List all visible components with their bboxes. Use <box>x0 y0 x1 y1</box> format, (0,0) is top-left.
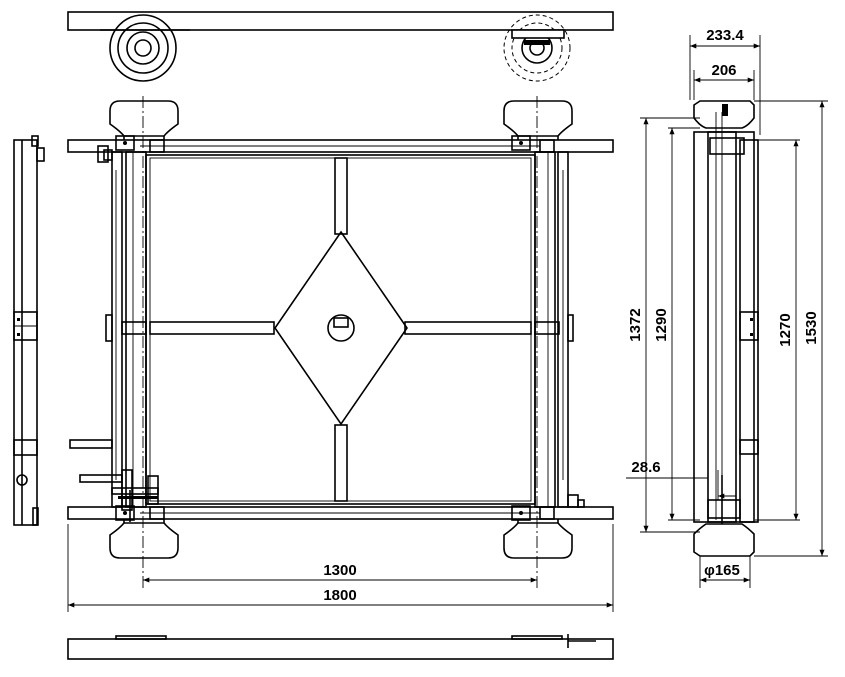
caster-right-top <box>503 14 571 82</box>
bottom-beam <box>67 638 614 660</box>
dim-label-phi-165: φ165 <box>704 562 740 579</box>
dim-label-1372: 1372 <box>627 308 644 341</box>
caster-right-lower <box>503 522 573 559</box>
dim-label-206: 206 <box>711 62 736 79</box>
cross-bar-left <box>149 321 275 335</box>
center-diamond-plate <box>274 230 408 426</box>
cross-bar-bottom <box>334 424 348 502</box>
front-top-beam <box>67 139 614 153</box>
caster-right-upper <box>503 100 573 137</box>
front-view <box>67 96 614 590</box>
bottom-view <box>67 634 614 660</box>
right-side-view <box>693 100 759 557</box>
front-bottom-beam <box>67 506 614 520</box>
cross-bar-top <box>334 157 348 235</box>
caster-left-top <box>109 14 177 82</box>
dim-label-233-4: 233.4 <box>706 27 744 44</box>
top-beam <box>67 11 614 31</box>
dim-label-1300: 1300 <box>323 562 356 579</box>
dim-label-1800: 1800 <box>323 587 356 604</box>
dim-label-1530: 1530 <box>803 311 820 344</box>
cross-bar-right <box>404 321 532 335</box>
right-side-frame <box>693 131 755 523</box>
caster-left-lower <box>109 522 179 559</box>
dimension-lines <box>67 35 828 612</box>
inner-frame <box>145 154 536 505</box>
left-side-frame <box>13 139 38 526</box>
dim-label-1290: 1290 <box>653 308 670 341</box>
left-side-view <box>13 135 45 526</box>
caster-left-upper <box>109 100 179 137</box>
center-hub <box>327 314 355 342</box>
top-view <box>67 11 614 82</box>
dim-label-1270: 1270 <box>777 313 794 346</box>
dim-label-28-6: 28.6 <box>631 459 660 476</box>
